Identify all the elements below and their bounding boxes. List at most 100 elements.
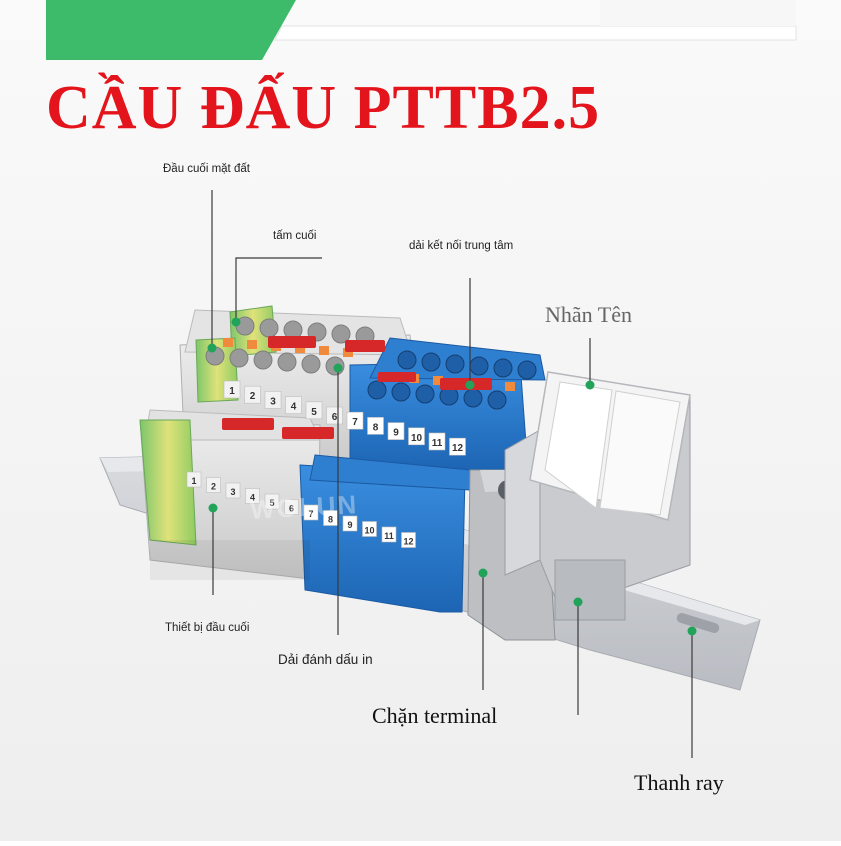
marker-number-upper: 11 bbox=[432, 438, 443, 449]
callout-dot-earth bbox=[207, 343, 217, 353]
screw-hole-upper-front bbox=[229, 348, 249, 368]
marker-number-lower: 11 bbox=[384, 531, 394, 541]
clamp-release-upper bbox=[505, 382, 515, 391]
screw-hole-upper-back bbox=[397, 350, 417, 370]
marker-tag-lower bbox=[225, 482, 241, 499]
top-white-right bbox=[600, 0, 796, 26]
marker-tag-upper bbox=[408, 427, 425, 446]
marker-number-upper: 1 bbox=[229, 386, 235, 397]
din-rail-top-face bbox=[100, 455, 760, 625]
screw-hole-upper-front bbox=[487, 390, 507, 410]
clamp-release-upper bbox=[319, 346, 329, 355]
page-title: CẦU ĐẤU PTTB2.5 bbox=[46, 74, 601, 142]
marker-tag-upper bbox=[346, 411, 364, 430]
marker-tag-lower bbox=[401, 532, 416, 548]
label-earth-terminal: Đầu cuối mặt đất bbox=[163, 163, 250, 175]
marker-number-lower: 7 bbox=[308, 509, 313, 519]
screw-hole-upper-front bbox=[277, 352, 297, 372]
marker-number-lower: 6 bbox=[289, 504, 294, 514]
marker-number-upper: 7 bbox=[352, 417, 358, 428]
screw-hole-upper-back bbox=[517, 360, 537, 380]
marker-number-upper: 10 bbox=[411, 433, 423, 444]
callout-dot-device bbox=[208, 503, 218, 513]
marker-number-lower: 3 bbox=[230, 487, 235, 497]
screw-hole-upper-back bbox=[259, 318, 279, 338]
top-white-strip bbox=[274, 25, 797, 41]
screw-hole-upper-front bbox=[463, 388, 483, 408]
marker-number-upper: 9 bbox=[393, 428, 399, 439]
marker-tag-upper bbox=[387, 422, 405, 440]
clamp-release-upper bbox=[295, 344, 305, 353]
screw-hole-upper-front bbox=[391, 382, 411, 402]
marker-tag-upper bbox=[305, 401, 323, 420]
marker-tag-lower bbox=[245, 488, 260, 504]
bridge-upper-1 bbox=[268, 336, 316, 348]
screw-hole-upper-front bbox=[301, 354, 321, 374]
callout-line-endplate bbox=[235, 257, 322, 320]
label-holder-window-inner-2 bbox=[599, 390, 681, 516]
label-rail: Thanh ray bbox=[634, 770, 724, 795]
marker-number-lower: 10 bbox=[364, 526, 374, 536]
marker-tag-lower bbox=[186, 471, 202, 488]
marker-number-lower: 8 bbox=[328, 515, 333, 525]
label-print-marker: Dải đánh dấu in bbox=[278, 652, 373, 667]
marker-tag-lower bbox=[206, 477, 221, 493]
rail-slot bbox=[676, 613, 720, 633]
screw-hole-upper-front bbox=[367, 380, 387, 400]
marker-number-lower: 5 bbox=[269, 498, 274, 508]
screw-hole-upper-back bbox=[331, 324, 351, 344]
marker-tag-upper bbox=[449, 437, 466, 456]
marker-tag-lower bbox=[264, 493, 280, 510]
bridge-upper-2 bbox=[345, 340, 385, 352]
callout-dot-rail bbox=[687, 626, 697, 636]
callout-dot-namelabel bbox=[585, 380, 595, 390]
label-name-tag: Nhãn Tên bbox=[545, 302, 632, 327]
screw-hole-upper-back bbox=[445, 354, 465, 374]
clamp-release-upper bbox=[433, 376, 443, 385]
marker-number-upper: 12 bbox=[452, 443, 464, 454]
callout-dot-stop bbox=[478, 568, 488, 578]
marker-number-lower: 2 bbox=[211, 482, 216, 492]
lower-row-shadow bbox=[150, 540, 310, 580]
clamp-release-upper bbox=[247, 340, 257, 349]
callout-dot-bridge bbox=[465, 380, 475, 390]
marker-tag-upper bbox=[244, 385, 261, 404]
label-terminal-stop: Chặn terminal bbox=[372, 703, 498, 728]
bridge-upper-4 bbox=[378, 372, 416, 382]
clamp-release-upper bbox=[343, 348, 353, 357]
lower-earth bbox=[139, 419, 197, 546]
marker-number-upper: 4 bbox=[291, 402, 297, 413]
label-end-plate: tấm cuối bbox=[273, 230, 317, 242]
marker-number-upper: 8 bbox=[373, 422, 379, 433]
marker-number-upper: 3 bbox=[270, 396, 276, 407]
label-holder-window-inner bbox=[544, 381, 613, 509]
marker-tag-lower bbox=[342, 515, 358, 532]
marker-tag-lower bbox=[362, 521, 377, 537]
top-green-band bbox=[46, 0, 296, 60]
marker-number-upper: 6 bbox=[332, 412, 338, 423]
marker-tag-lower bbox=[284, 499, 299, 515]
label-center-bridge: dải kết nối trung tâm bbox=[409, 240, 514, 252]
screw-hole-upper-back bbox=[469, 356, 489, 376]
marker-number-lower: 12 bbox=[403, 537, 413, 547]
label-terminal-device: Thiết bị đầu cuối bbox=[165, 622, 250, 634]
bridge-lower-2 bbox=[282, 427, 334, 439]
screw-hole-upper-back bbox=[493, 358, 513, 378]
marker-number-upper: 2 bbox=[250, 391, 256, 402]
marker-tag-upper bbox=[285, 396, 302, 414]
marker-tag-upper bbox=[367, 417, 384, 435]
screw-hole-upper-back bbox=[421, 352, 441, 372]
marker-tag-lower bbox=[381, 526, 397, 543]
watermark: WOLUN bbox=[249, 489, 359, 525]
marker-tag-upper bbox=[428, 432, 446, 451]
marker-number-upper: 5 bbox=[311, 407, 317, 418]
marker-number-lower: 4 bbox=[250, 493, 255, 503]
marker-number-lower: 9 bbox=[347, 520, 352, 530]
label-holder-foot bbox=[554, 559, 626, 621]
callout-dot-marker bbox=[333, 363, 343, 373]
marker-tag-upper bbox=[223, 380, 241, 399]
screw-hole-upper-front bbox=[253, 350, 273, 370]
marker-tag-lower bbox=[303, 504, 319, 521]
